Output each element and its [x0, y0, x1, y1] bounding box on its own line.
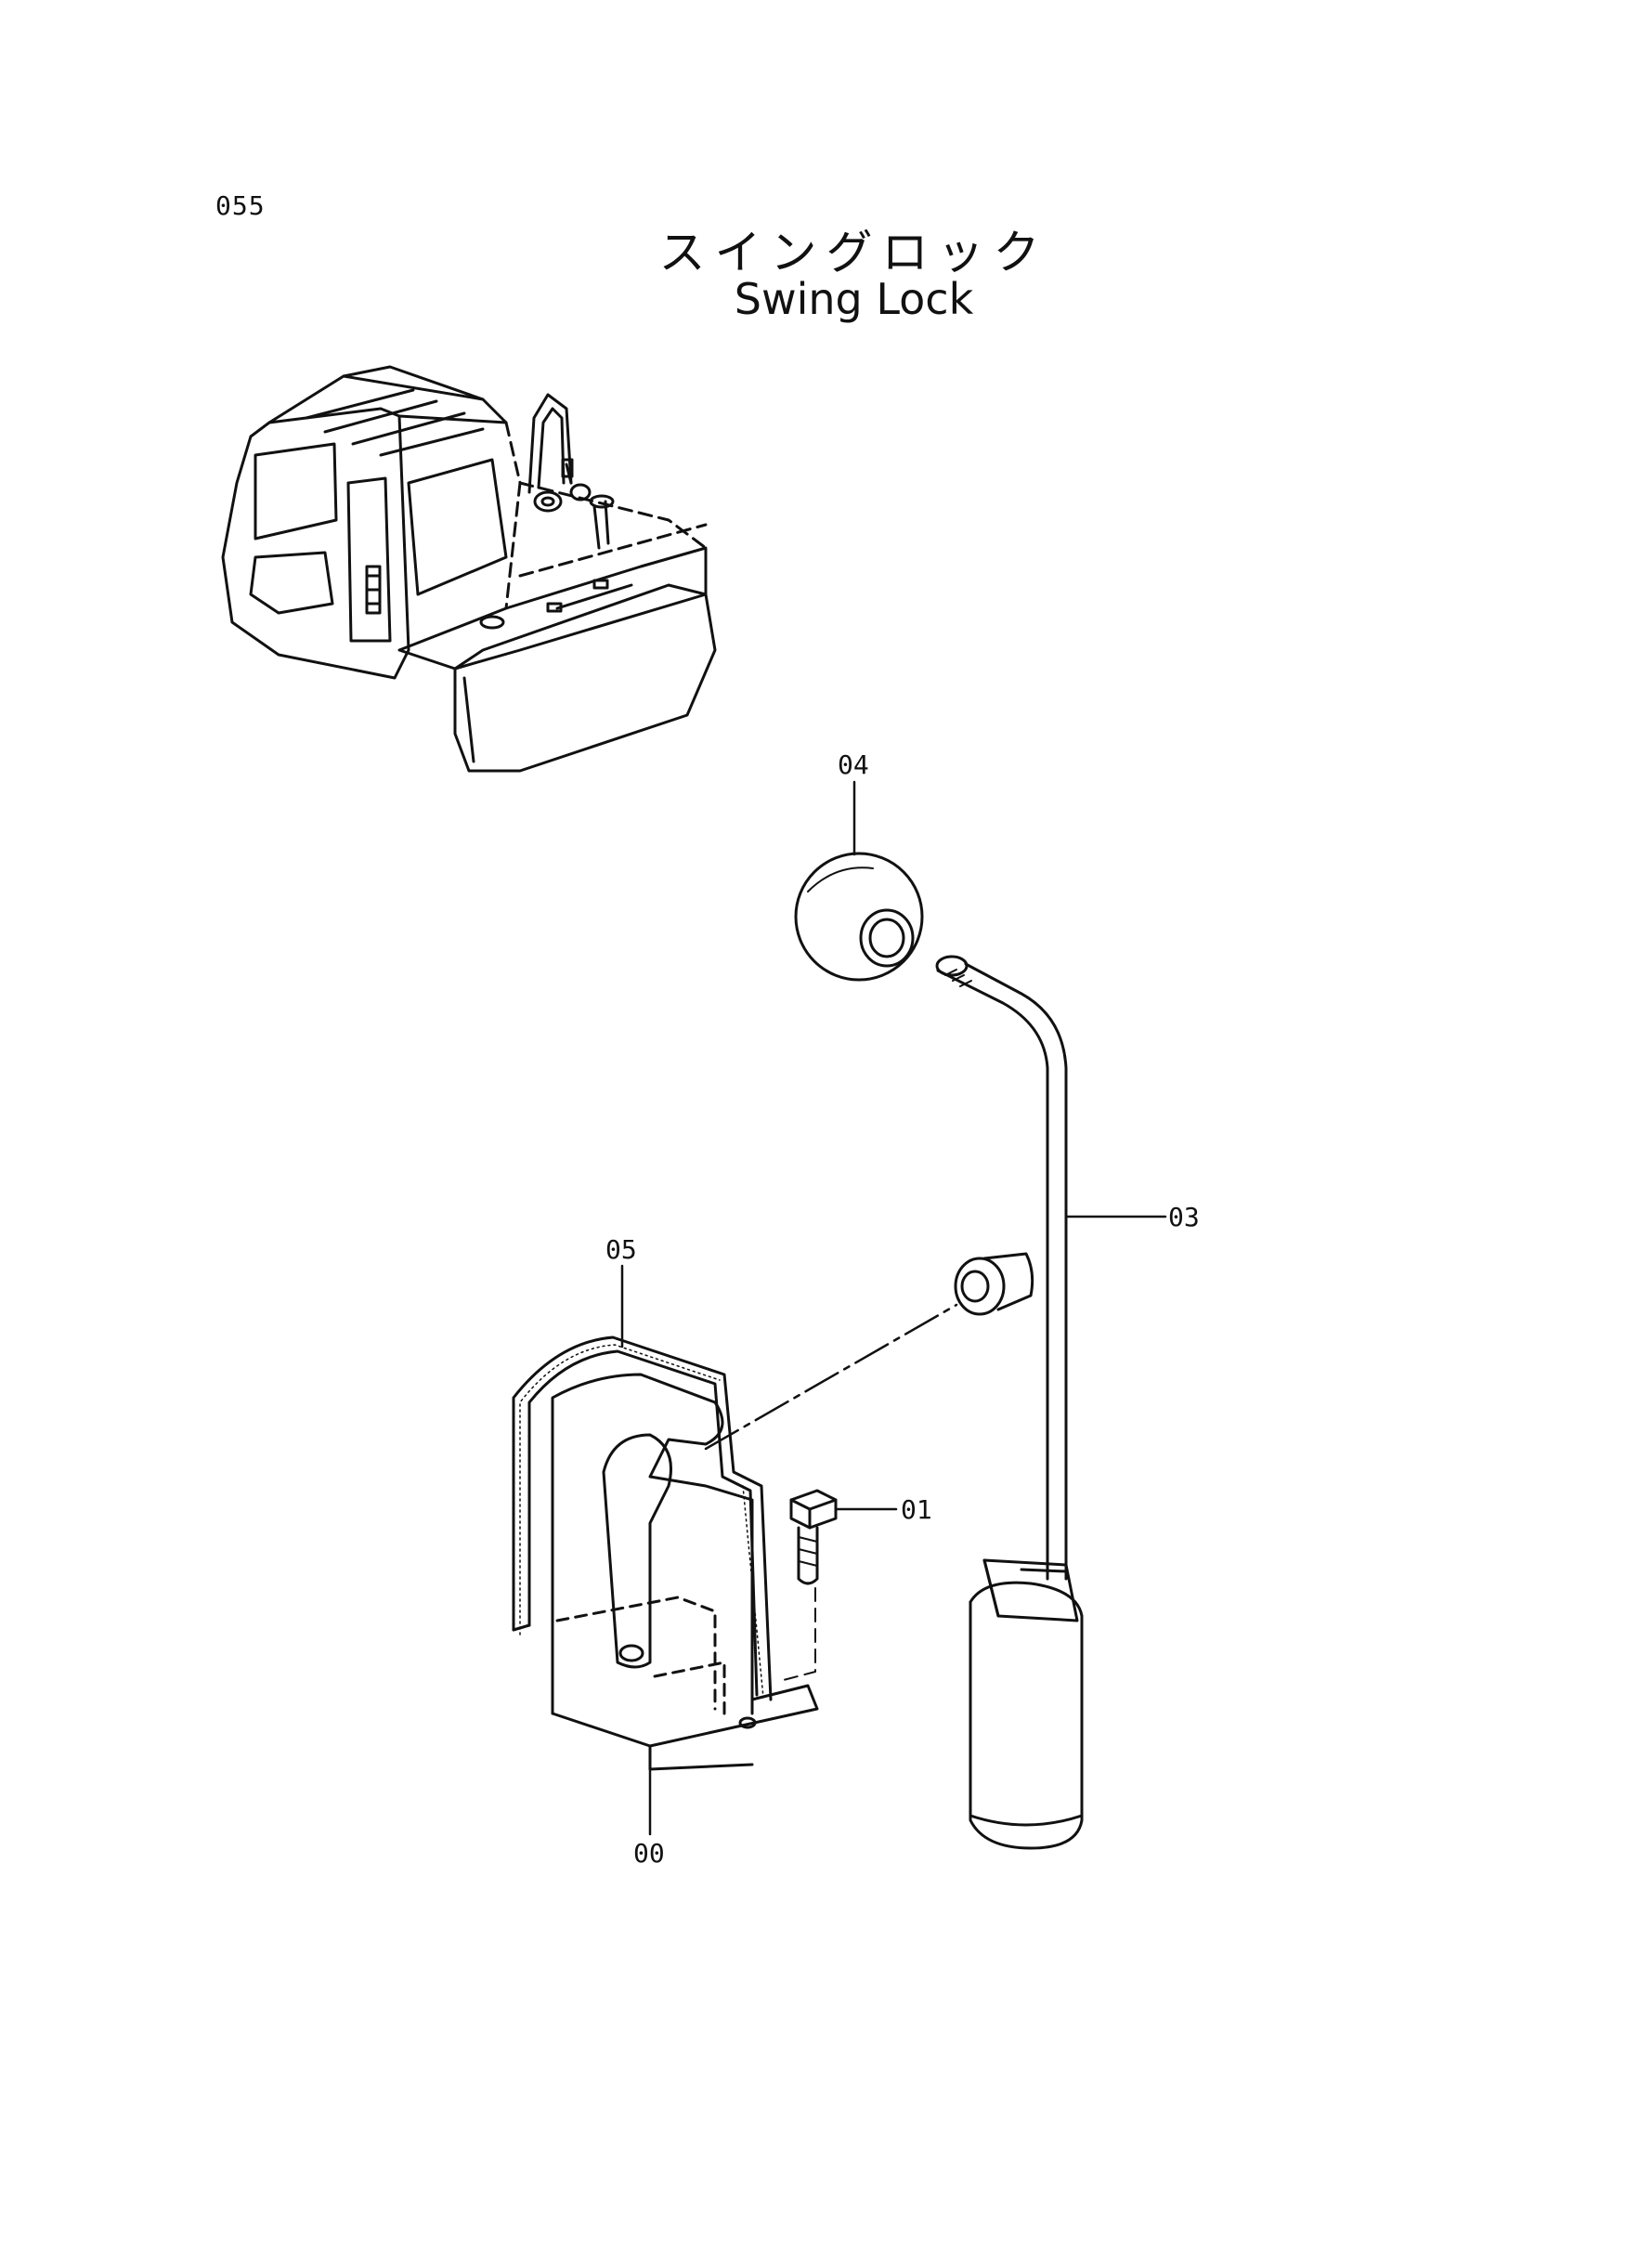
leader-lines — [620, 780, 1167, 1836]
page-number: 055 — [215, 190, 266, 221]
bracket-part-00 — [512, 1335, 819, 1771]
title-japanese: スイングロック — [658, 226, 1049, 280]
lever-part-03 — [935, 955, 1084, 1850]
callout-05: 05 — [605, 1234, 637, 1265]
excavator-overview-illustration — [221, 365, 717, 773]
callout-01: 01 — [901, 1494, 932, 1525]
callout-03: 03 — [1168, 1202, 1200, 1232]
title-english: Swing Lock — [734, 274, 974, 324]
knob-ball-part-04 — [794, 852, 924, 982]
callout-00: 00 — [633, 1838, 665, 1869]
callout-04: 04 — [838, 749, 869, 780]
bushing — [954, 1252, 1034, 1316]
bolt-part-01 — [779, 1489, 838, 1682]
